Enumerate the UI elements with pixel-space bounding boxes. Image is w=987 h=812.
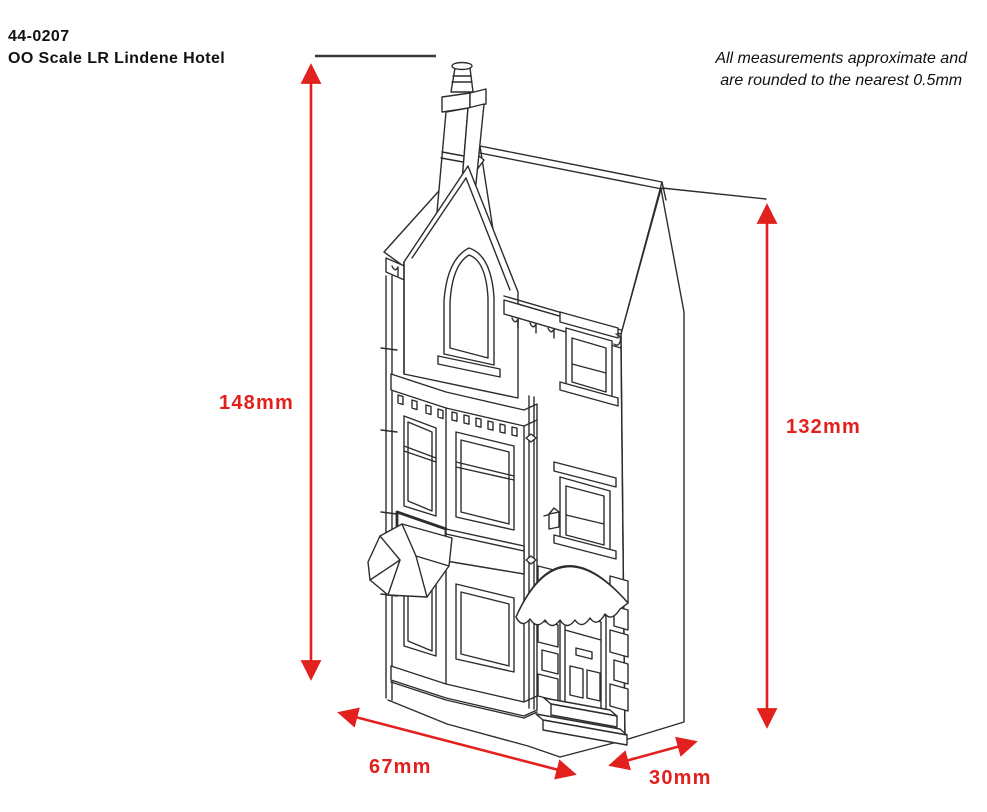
dimension-label-width: 67mm [369, 756, 432, 778]
porch-lamp [543, 507, 560, 530]
downpipe [525, 395, 537, 710]
measurement-note-line1: All measurements approximate and [715, 50, 967, 67]
angular-awning [367, 523, 453, 598]
ridge-datum-line [661, 187, 767, 200]
dimension-label-rear-height: 132mm [786, 416, 861, 438]
arched-window [437, 247, 501, 378]
building-drawing [367, 61, 685, 758]
page-title: OO Scale LR Lindene Hotel [8, 50, 226, 67]
measurement-note: All measurements approximate and are rou… [715, 48, 967, 93]
dimension-label-overall-height: 148mm [219, 392, 294, 414]
dimension-arrows [300, 63, 778, 780]
dimension-arrow-depth [608, 736, 698, 771]
product-code: 44-0207 [8, 28, 70, 45]
sash-window-upper [559, 311, 622, 407]
dome-awning [515, 565, 629, 627]
measurement-note-line2: are rounded to the nearest 0.5mm [720, 72, 963, 90]
sash-window-lower [553, 461, 617, 560]
bay-window [380, 261, 538, 719]
dimension-label-depth: 30mm [649, 767, 712, 789]
dimension-arrow-width [337, 707, 577, 780]
